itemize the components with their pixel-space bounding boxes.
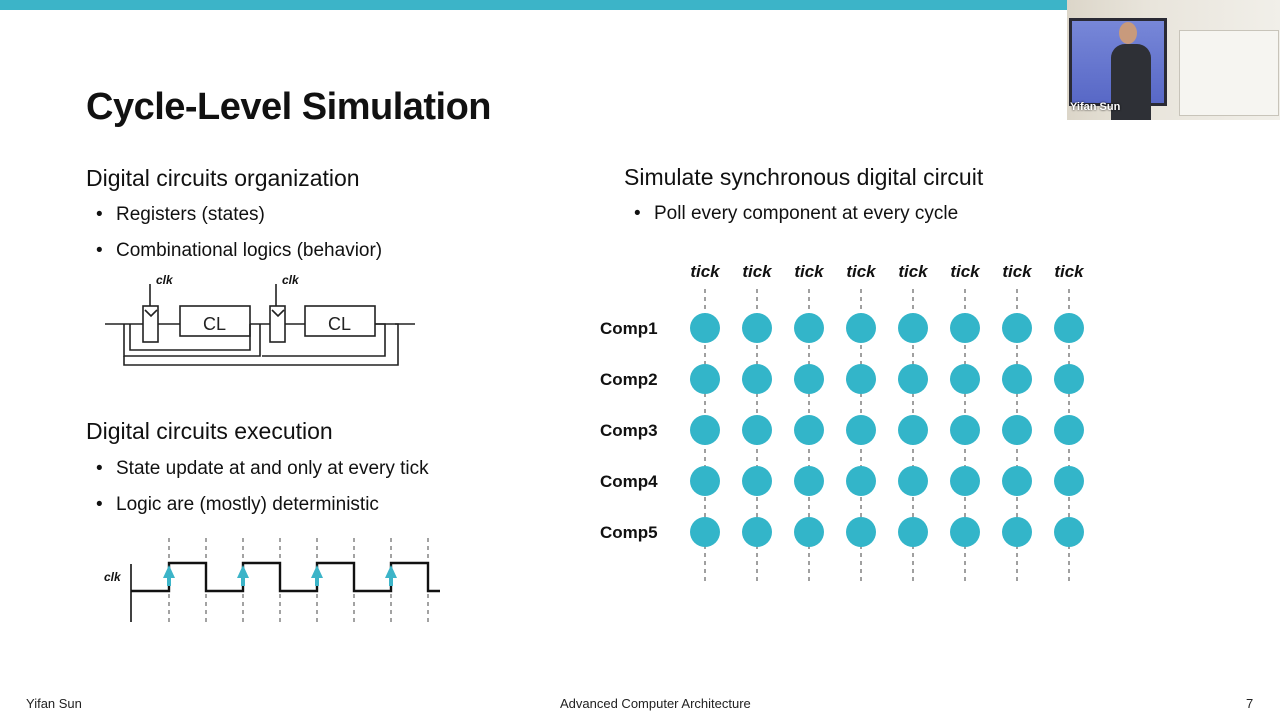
footer-course: Advanced Computer Architecture [560,696,751,711]
tick-label: tick [690,262,721,281]
register-clk-label-1: clk [156,273,174,287]
whiteboard [1179,30,1279,116]
slide-title: Cycle-Level Simulation [86,86,492,128]
clock-rising-edge-arrow-icon [237,565,249,586]
component-poll-dot [1002,313,1032,343]
clock-clk-label: clk [104,570,122,584]
logic-block-label-1: CL [203,314,226,334]
component-label: Comp1 [600,319,658,338]
component-poll-dot [1002,415,1032,445]
component-poll-dot [846,466,876,496]
tick-grid-diagram: tick tick tick tick tick tick tick tickComp1Com… [600,262,1085,585]
component-poll-dot [898,364,928,394]
tick-label: tick [1002,262,1033,281]
component-poll-dot [898,466,928,496]
bullet-poll-every-component: Poll every component at every cycle [634,203,958,225]
component-poll-dot [950,466,980,496]
heading-circuit-execution: Digital circuits execution [86,418,333,444]
bullet-combinational-logics: Combinational logics (behavior) [96,240,382,262]
component-poll-dot [950,364,980,394]
bullet-state-update: State update at and only at every tick [96,458,429,480]
component-poll-dot [950,517,980,547]
component-poll-dot [1054,466,1084,496]
component-poll-dot [846,364,876,394]
heading-synchronous-circuit: Simulate synchronous digital circuit [624,164,984,190]
component-label: Comp3 [600,421,658,440]
component-poll-dot [950,415,980,445]
component-poll-dot [1002,466,1032,496]
accent-top-bar [0,0,1067,10]
component-poll-dot [742,313,772,343]
component-poll-dot [742,364,772,394]
component-poll-dot [690,364,720,394]
component-poll-dot [1054,313,1084,343]
component-poll-dot [1054,415,1084,445]
tick-label: tick [950,262,981,281]
component-poll-dot [794,466,824,496]
tick-label: tick [794,262,825,281]
component-poll-dot [742,415,772,445]
component-poll-dot [690,415,720,445]
component-poll-dot [1054,517,1084,547]
bullet-logic-deterministic: Logic are (mostly) deterministic [96,494,379,516]
component-poll-dot [690,517,720,547]
video-presenter-label: Yifan Sun [1070,101,1121,113]
footer-page-number: 7 [1246,696,1254,711]
component-poll-dot [794,313,824,343]
component-poll-dot [898,415,928,445]
tick-label: tick [742,262,773,281]
clock-rising-edge-arrow-icon [163,565,175,586]
logic-block-label-2: CL [328,314,351,334]
component-poll-dot [794,415,824,445]
presenter-head [1119,22,1137,44]
clock-rising-edge-arrow-icon [311,565,323,586]
presenter-video: Yifan Sun [1067,0,1280,120]
component-poll-dot [1002,364,1032,394]
register-clk-label-2: clk [282,273,300,287]
footer-presenter: Yifan Sun [26,696,82,711]
component-poll-dot [898,517,928,547]
component-poll-dot [794,364,824,394]
component-poll-dot [950,313,980,343]
bullet-registers: Registers (states) [96,204,265,226]
component-poll-dot [898,313,928,343]
component-label: Comp2 [600,370,658,389]
component-label: Comp4 [600,472,658,491]
component-poll-dot [846,517,876,547]
component-poll-dot [690,313,720,343]
clock-waveform: clk [104,538,440,622]
clock-rising-edge-arrow-icon [385,565,397,586]
tick-label: tick [846,262,877,281]
component-poll-dot [1002,517,1032,547]
presenter-body [1111,44,1151,120]
heading-circuit-organization: Digital circuits organization [86,165,360,191]
component-poll-dot [794,517,824,547]
tick-label: tick [898,262,929,281]
component-poll-dot [1054,364,1084,394]
component-label: Comp5 [600,523,658,542]
component-poll-dot [742,466,772,496]
component-poll-dot [846,415,876,445]
component-poll-dot [742,517,772,547]
component-poll-dot [690,466,720,496]
register-logic-diagram: clk clk CL CL [105,273,415,366]
tick-label: tick [1054,262,1085,281]
component-poll-dot [846,313,876,343]
